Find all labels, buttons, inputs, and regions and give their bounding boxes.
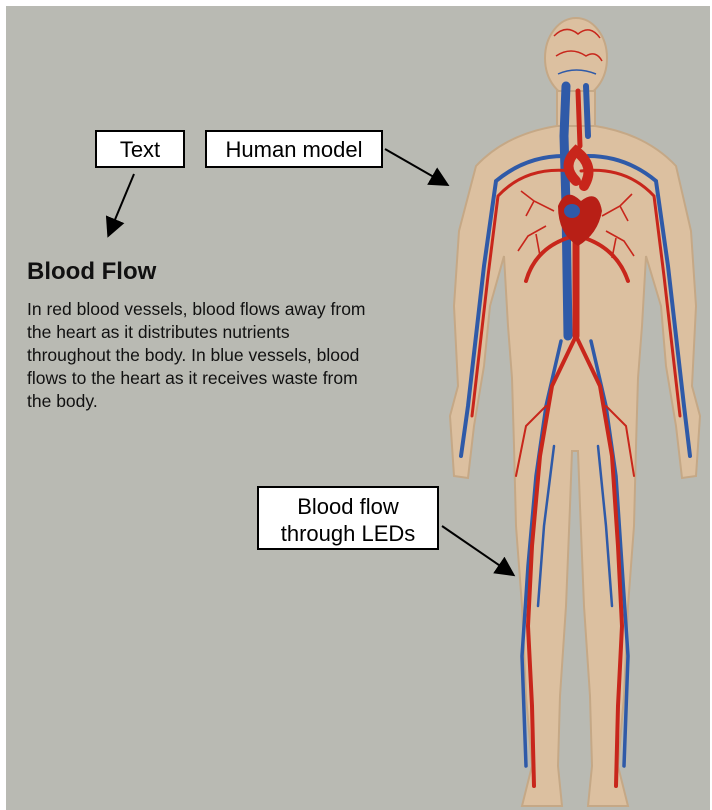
led-callout: Blood flow through LEDs: [257, 486, 439, 550]
diagram-canvas: Text Human model Blood flow through LEDs…: [6, 6, 710, 810]
human-model-callout: Human model: [205, 130, 383, 168]
panel-title: Blood Flow: [27, 258, 156, 286]
led-arrow: [442, 526, 512, 574]
panel-description: In red blood vessels, blood flows away f…: [27, 298, 367, 413]
body-silhouette: [450, 18, 700, 806]
text-arrow: [109, 174, 134, 234]
text-callout: Text: [95, 130, 185, 168]
led-callout-line1: Blood flow: [259, 493, 437, 520]
human-model-arrow: [385, 149, 446, 184]
led-callout-line2: through LEDs: [259, 520, 437, 547]
